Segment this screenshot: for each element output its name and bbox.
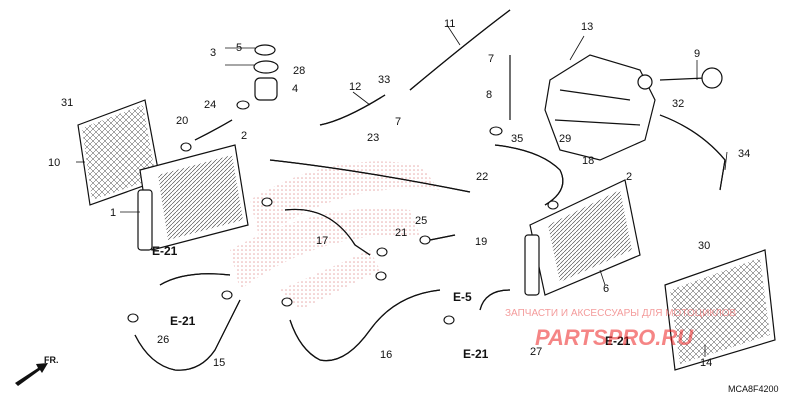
callout-25: 25 (415, 215, 427, 227)
callout-11: 11 (444, 18, 455, 30)
callout-29: 29 (559, 133, 571, 145)
honda-wing-logo (230, 161, 440, 310)
ref-e21-a: E-21 (152, 244, 178, 258)
callout-3: 3 (210, 47, 216, 59)
callout-19: 19 (475, 236, 487, 248)
left-radiator (137, 144, 249, 251)
front-label: FR. (44, 355, 59, 365)
callout-8: 8 (486, 89, 492, 101)
ref-e5: E-5 (453, 290, 472, 304)
callout-7b: 7 (488, 53, 494, 65)
callout-15: 15 (213, 357, 225, 369)
callout-20: 20 (176, 115, 188, 127)
watermark: ЗАПЧАСТИ И АКСЕССУАРЫ ДЛЯ МОТОЦИКЛОВ PAR… (505, 308, 737, 350)
hose-clamps (127, 100, 559, 325)
callout-labels: 1 2 2 3 4 5 6 7 7 8 9 10 11 12 13 14 15 … (48, 18, 750, 369)
callout-33: 33 (378, 74, 390, 86)
callout-18: 18 (582, 155, 594, 167)
callout-17: 17 (316, 235, 328, 247)
callout-13: 13 (581, 21, 593, 33)
reserve-tank (544, 54, 656, 161)
callout-24: 24 (204, 99, 216, 111)
callout-5: 5 (236, 42, 242, 54)
callout-10: 10 (48, 157, 60, 169)
callout-30: 30 (698, 240, 710, 252)
radiator-cap (253, 44, 279, 101)
right-radiator (524, 179, 641, 296)
ref-e21-d: E-21 (605, 334, 631, 348)
callout-16: 16 (380, 349, 392, 361)
ref-e21-b: E-21 (170, 314, 196, 328)
callout-4: 4 (292, 83, 298, 95)
dipstick-cap (659, 67, 723, 89)
callout-2a: 2 (241, 130, 247, 142)
callout-35: 35 (511, 133, 523, 145)
callout-6: 6 (603, 283, 609, 295)
callout-22: 22 (476, 171, 488, 183)
callout-32: 32 (672, 98, 684, 110)
left-radiator-grille (77, 99, 161, 206)
watermark-line2: PARTSPRO.RU (535, 325, 694, 350)
callout-14: 14 (700, 357, 712, 369)
callout-28: 28 (293, 65, 305, 77)
reference-marks: E-21 E-21 E-21 E-21 E-5 (152, 244, 631, 361)
callout-31: 31 (61, 97, 73, 109)
callout-21: 21 (395, 227, 407, 239)
watermark-line1: ЗАПЧАСТИ И АКСЕССУАРЫ ДЛЯ МОТОЦИКЛОВ (505, 308, 737, 319)
callout-9: 9 (694, 48, 700, 60)
ref-e21-c: E-21 (463, 347, 489, 361)
callout-26: 26 (157, 334, 169, 346)
callout-7a: 7 (395, 116, 401, 128)
callout-27: 27 (530, 346, 542, 358)
hoses (134, 9, 726, 371)
callout-1: 1 (110, 207, 116, 219)
callout-2b: 2 (626, 171, 632, 183)
callout-12: 12 (349, 81, 361, 93)
callout-34: 34 (738, 148, 750, 160)
diagram-code: MCA8F4200 (728, 384, 779, 394)
right-radiator-grille (664, 249, 776, 371)
front-direction-arrow: FR. (15, 355, 59, 386)
leader-lines (76, 24, 728, 357)
callout-23: 23 (367, 132, 379, 144)
